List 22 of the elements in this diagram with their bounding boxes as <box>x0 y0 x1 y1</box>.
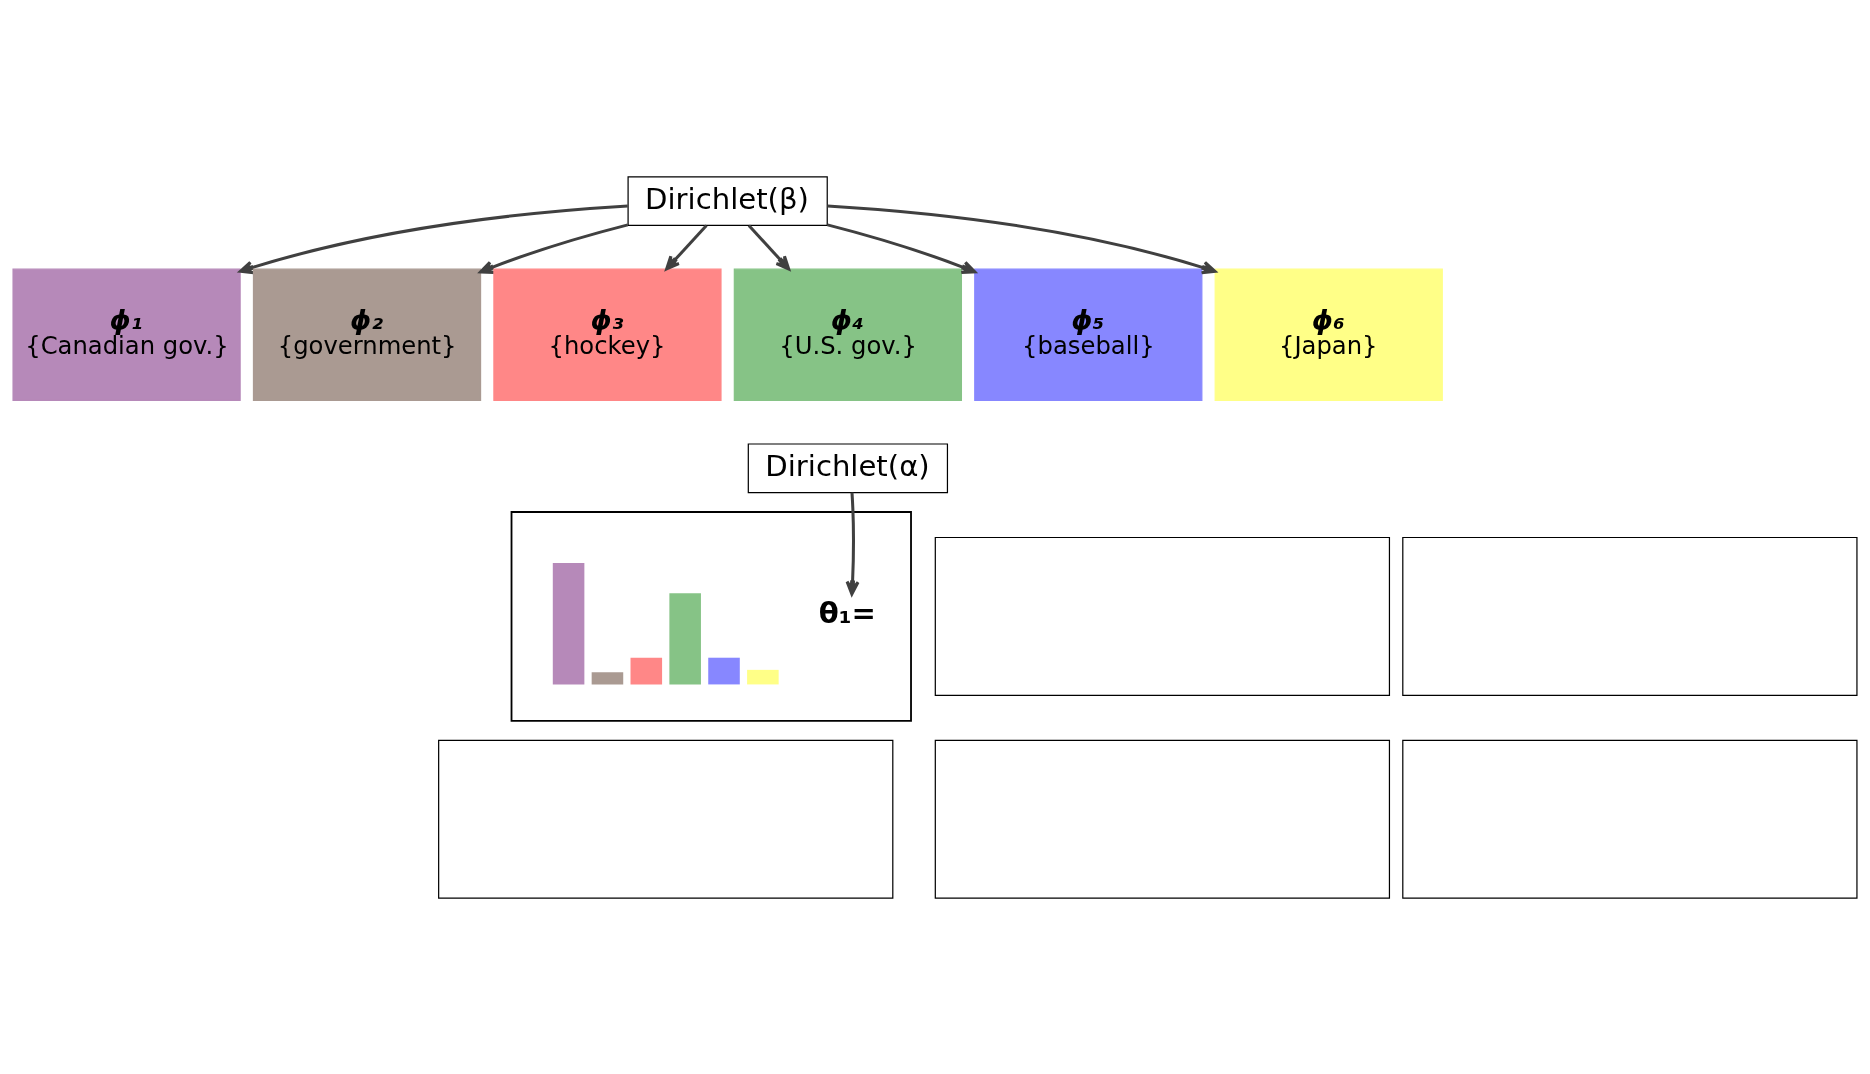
arrow <box>845 492 860 596</box>
arrow <box>827 203 1217 274</box>
node-box: ϕ₃ {hockey} <box>493 268 722 401</box>
arrow <box>747 223 791 270</box>
node-box <box>1402 739 1858 899</box>
arrow <box>238 203 628 274</box>
node-box <box>934 536 1391 696</box>
node-box: ϕ₆ {Japan} <box>1214 268 1443 401</box>
node-box: Dirichlet(β) <box>627 175 828 226</box>
arrow <box>827 222 977 274</box>
node-box: ϕ₅ {baseball} <box>974 268 1203 401</box>
node-text: θ₁= <box>818 595 876 630</box>
node-box: Dirichlet(α) <box>747 442 949 493</box>
node-box <box>934 739 1391 899</box>
cluster <box>510 510 912 722</box>
node-box <box>438 739 894 899</box>
arrow <box>479 222 629 274</box>
arrow <box>665 223 708 270</box>
node-box <box>1402 536 1858 696</box>
node-box: ϕ₂ {government} <box>252 268 482 401</box>
node-box: ϕ₄ {U.S. gov.} <box>733 268 962 401</box>
node-box: ϕ₁ {Canadian gov.} <box>12 268 241 401</box>
